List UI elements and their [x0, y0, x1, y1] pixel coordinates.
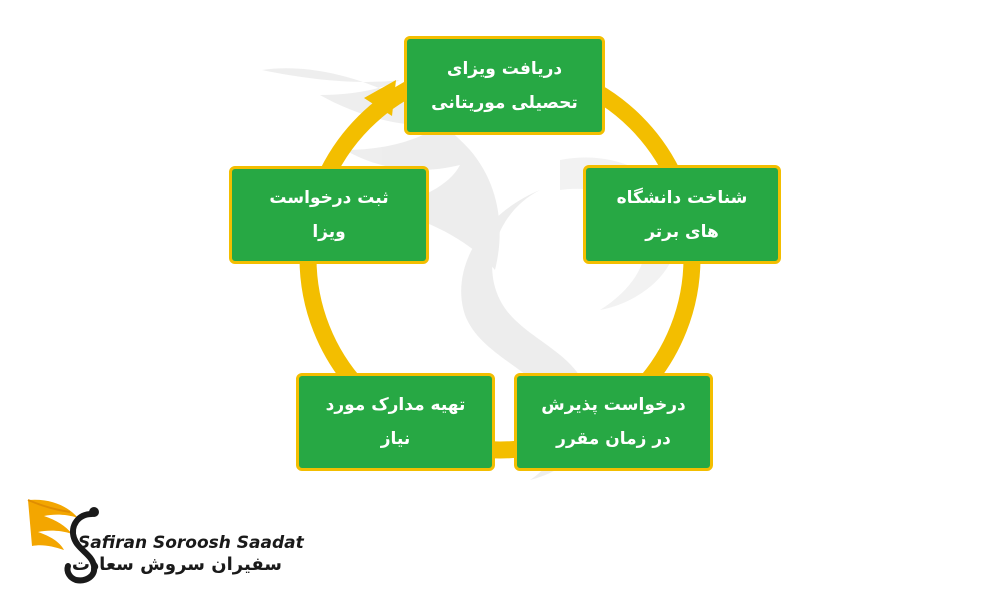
step-2-line-1: شناخت دانشگاه [616, 187, 748, 208]
step-2-line-2: های برتر [645, 221, 719, 242]
step-3-line-2: در زمان مقرر [556, 429, 671, 449]
step-4-line-2: نیاز [380, 429, 411, 449]
step-box-visa-application: ثبت درخواست ویزا [229, 166, 429, 264]
step-5-line-2: ویزا [312, 222, 346, 242]
step-5-line-1: ثبت درخواست [269, 188, 389, 208]
step-box-documents: تهیه مدارک مورد نیاز [296, 373, 495, 471]
step-1-line-2: تحصیلی موریتانی [431, 92, 578, 113]
cycle-arrowhead-icon [364, 80, 396, 116]
step-box-admission: درخواست پذیرش در زمان مقرر [514, 373, 713, 471]
step-3-line-1: درخواست پذیرش [541, 395, 686, 415]
step-1-line-1: دریافت ویزای [446, 58, 563, 79]
winged-s-logo-icon [27, 499, 99, 584]
logo-persian-text: سفیران سروش سعادت [71, 554, 282, 575]
step-4-line-1: تهیه مدارک مورد [325, 395, 466, 415]
logo-latin-text: Safiran Soroosh Saadat [78, 533, 304, 553]
step-box-universities: شناخت دانشگاه های برتر [583, 165, 781, 264]
step-box-visa: دریافت ویزای تحصیلی موریتانی [404, 36, 605, 135]
